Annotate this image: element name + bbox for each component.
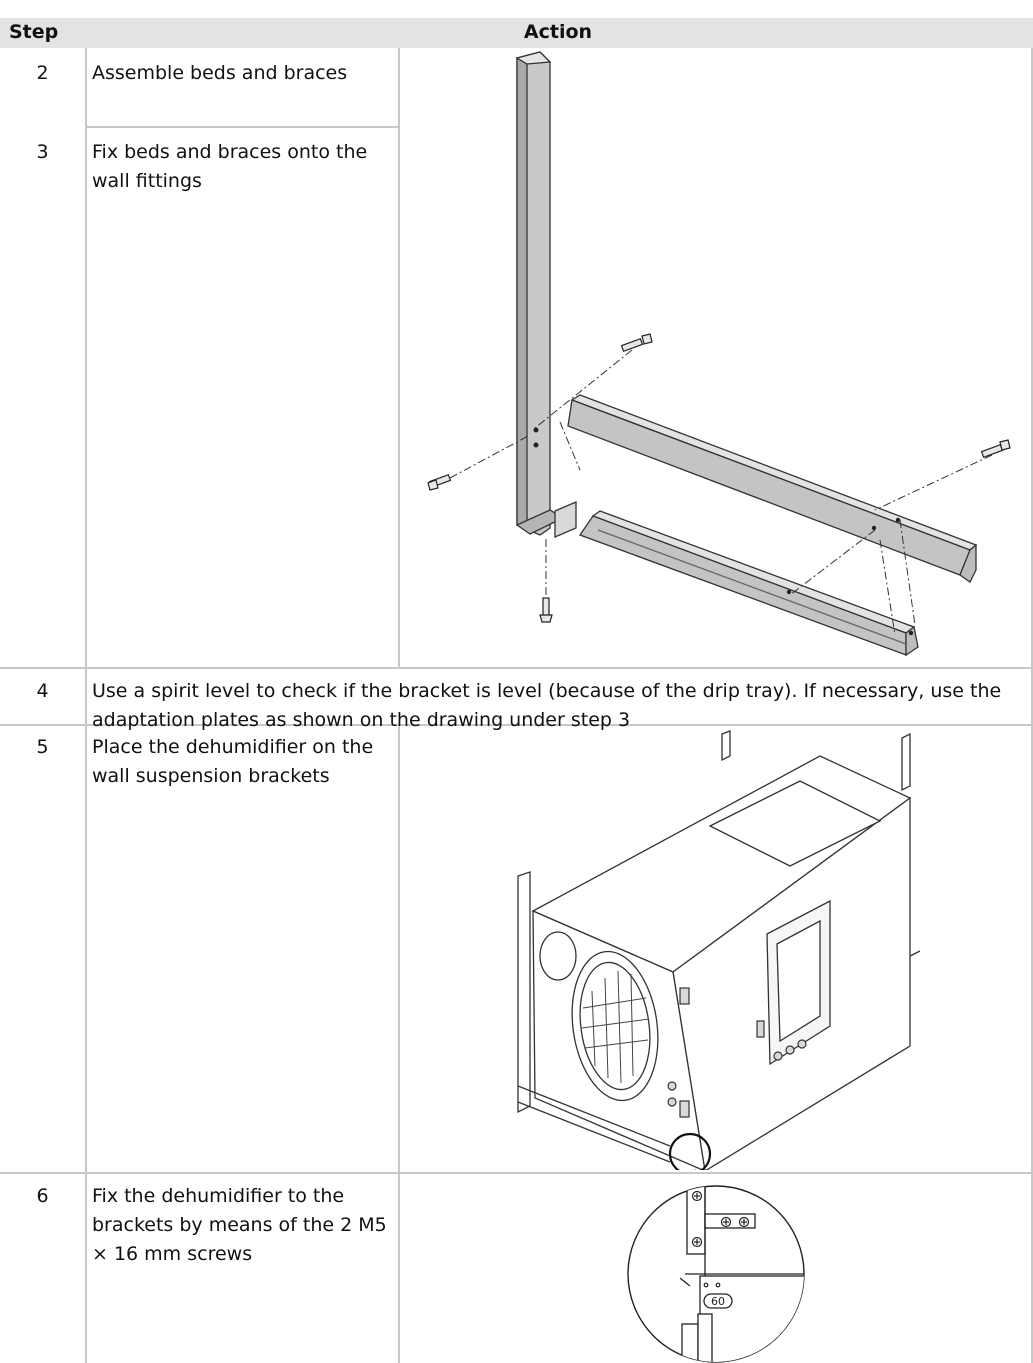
bracket-assembly-drawing <box>427 51 1011 657</box>
row-divider-5-6 <box>0 1172 1033 1174</box>
step-number: 2 <box>36 62 49 84</box>
header-action: Action <box>523 21 593 43</box>
step-number: 6 <box>36 1185 49 1207</box>
header-step: Step <box>9 21 59 43</box>
column-divider-action-upper <box>398 48 400 667</box>
step-action-text: Use a spirit level to check if the brack… <box>92 680 1002 731</box>
row-divider-3-4 <box>0 667 1033 669</box>
row-divider-4-5 <box>0 724 1033 726</box>
step-action-text: Fix the dehumidifier to the brackets by … <box>92 1185 387 1265</box>
right-border <box>1031 48 1033 1363</box>
step-number: 5 <box>36 736 49 758</box>
step-action-text: Place the dehumidifier on the wall suspe… <box>92 736 374 787</box>
table-header <box>0 18 1033 48</box>
screw-detail-drawing: 60 <box>627 1185 805 1363</box>
column-divider-step <box>85 48 87 1363</box>
row-divider-2-3 <box>87 126 398 128</box>
step-action-text: Assemble beds and braces <box>92 62 348 84</box>
step-number: 4 <box>36 680 49 702</box>
step-action-text: Fix beds and braces onto the wall fittin… <box>92 141 368 192</box>
dehumidifier-mounted-drawing <box>517 730 921 1170</box>
detail-label: 60 <box>711 1295 725 1308</box>
step-number: 3 <box>36 141 49 163</box>
column-divider-action-lower <box>398 724 400 1363</box>
